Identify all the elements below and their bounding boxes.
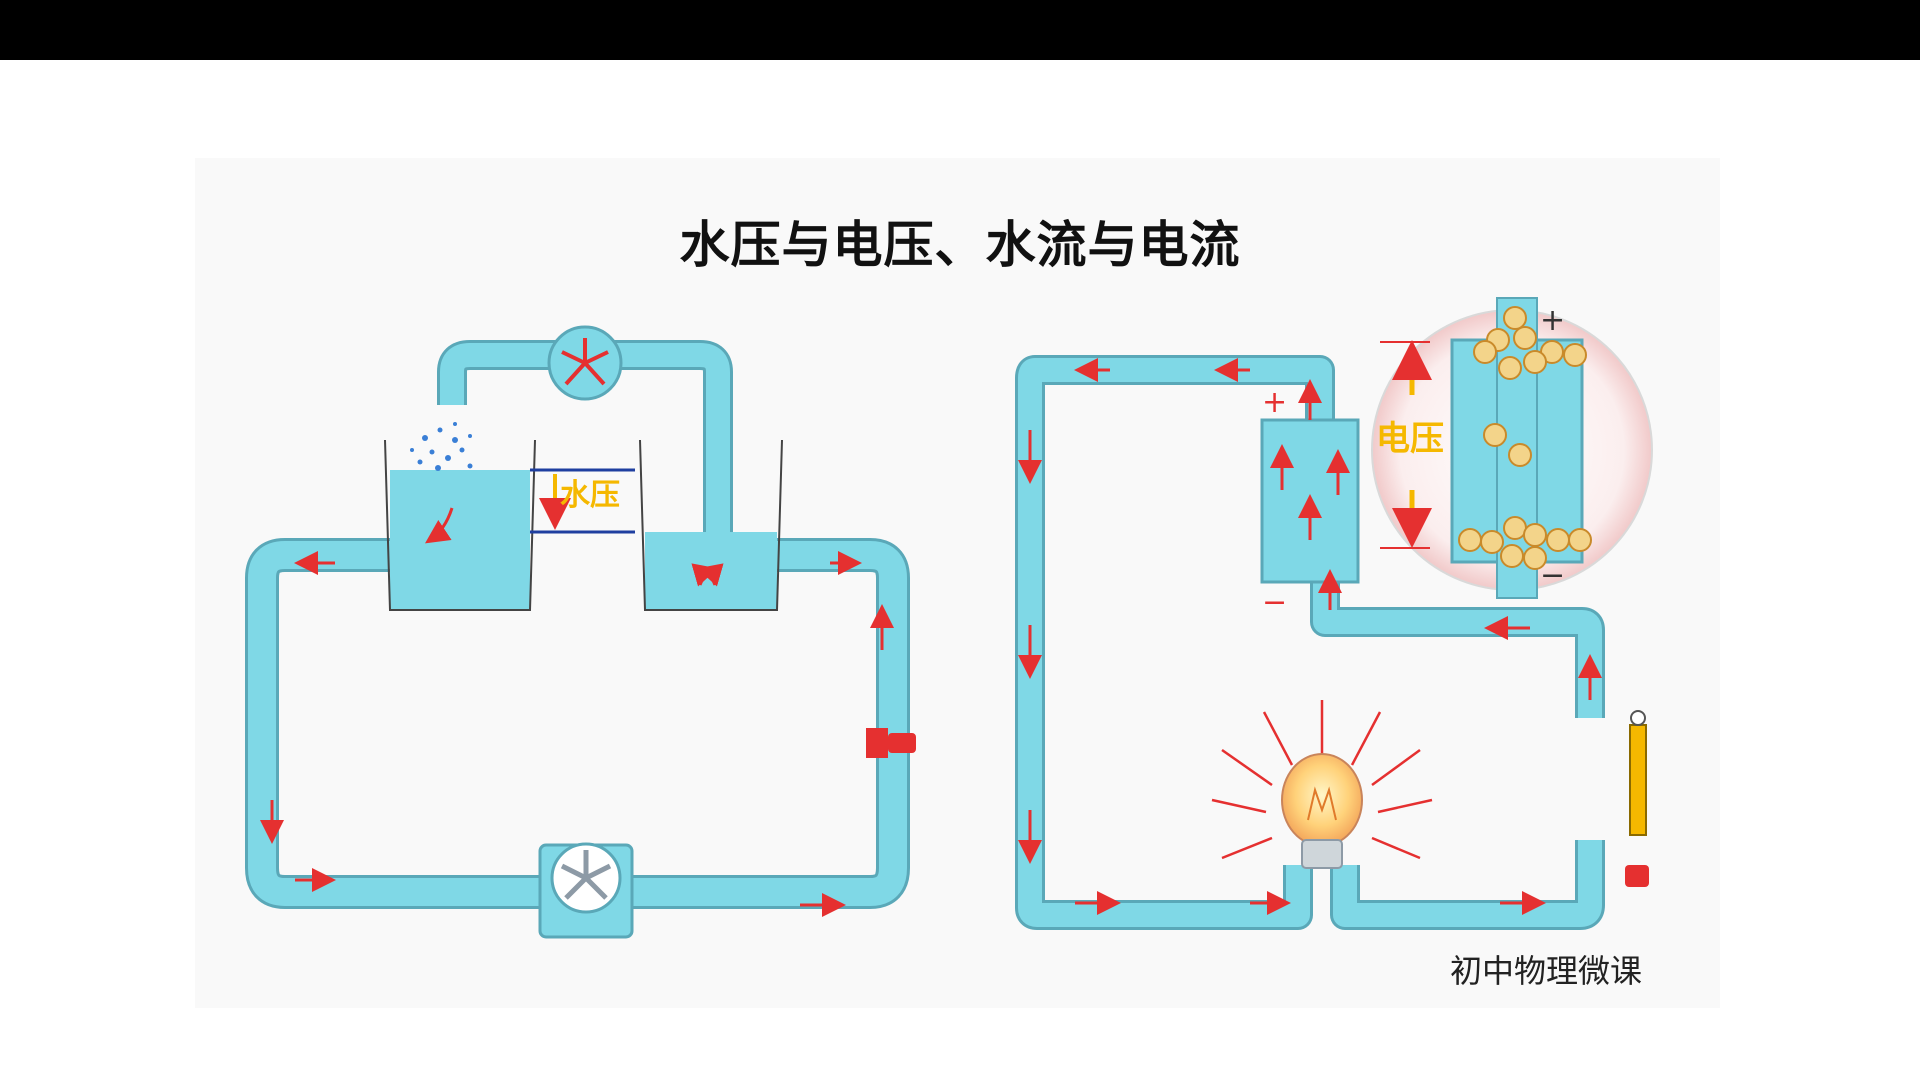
inset-plus: +: [1540, 303, 1565, 338]
light-bulb: [1211, 700, 1433, 869]
left-water-tank: [390, 470, 530, 610]
water-circuit: 水压: [245, 325, 916, 939]
water-pressure-label: 水压: [560, 478, 620, 513]
splash-droplets: [410, 422, 473, 471]
battery-minus: −: [1262, 585, 1287, 620]
voltage-inset: 电压 + −: [1371, 297, 1653, 599]
switch: [1629, 724, 1647, 836]
water-flow-arrows: [260, 507, 894, 917]
turbine-blades: [561, 338, 609, 386]
battery-plus: +: [1262, 385, 1287, 420]
credit-label: 初中物理微课: [1450, 952, 1643, 990]
water-valve: [866, 728, 888, 758]
top-black-bar: [0, 0, 1920, 60]
voltage-label: 电压: [1376, 419, 1444, 459]
positive-charges: [1473, 306, 1587, 467]
electric-circuit: + −: [1015, 297, 1653, 930]
pump-blades: [560, 850, 612, 900]
diagram-title: 水压与电压、水流与电流: [679, 216, 1241, 274]
current-arrows: [1018, 358, 1602, 915]
water-loop-pipe: [245, 538, 910, 909]
negative-charges: [1458, 423, 1592, 570]
